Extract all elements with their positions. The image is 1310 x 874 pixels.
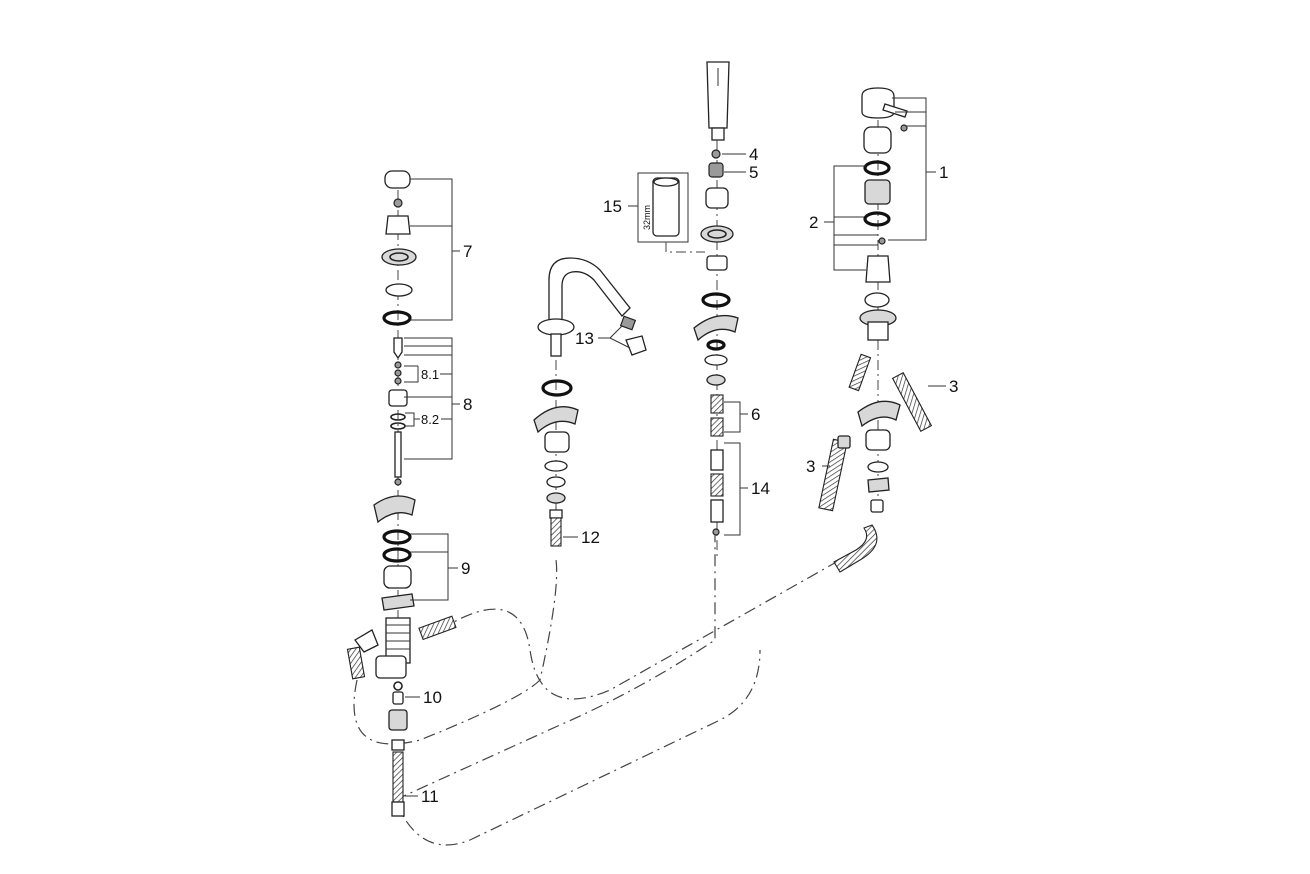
spring-lower [710,417,724,437]
shower-holder-sleeve [705,187,729,209]
aerator-housing [625,335,647,356]
spring-upper [710,394,724,414]
connection-hose [392,751,404,803]
hose-weight-bottom [710,499,724,523]
hand-shower-neck [711,127,725,141]
mixer-cartridge-nut [864,179,891,205]
hand-shower-assembly: 32mm [637,61,739,560]
spout-hose [550,517,562,547]
spout-base [537,318,575,336]
valve-gasket [373,495,416,524]
mixer-callouts: 1 2 3 3 [806,97,958,476]
mixer-hose-left-short [848,353,872,392]
callout-15: 15 [603,197,622,216]
shower-mount [706,255,728,271]
hose-fitting-top [391,739,405,751]
callout-8-1: 8.1 [421,367,439,382]
mixer-cap [863,126,892,154]
callout-7: 7 [463,242,472,261]
cartridge [652,177,680,237]
valve-body [375,655,407,679]
hose-weight-mesh [710,473,724,497]
valve-screw [393,198,403,208]
valve-o-ring [382,310,412,326]
mixer-hose-right [891,371,933,433]
valve-spindle-tip [393,337,403,360]
callout-9: 9 [461,559,470,578]
mixer-outlet-hose [833,524,878,573]
cartridge-box [637,172,689,243]
hose-routes [353,530,841,846]
shower-nut [706,374,726,386]
aerator [619,315,637,331]
callout-14: 14 [751,479,770,498]
shower-washer [711,149,721,159]
valve-headpart [388,389,408,407]
valve-sleeve [383,565,412,589]
mixer-sleeve [865,429,891,451]
valve-cap [384,170,411,189]
callout-5: 5 [749,163,758,182]
callout-10: 10 [423,688,442,707]
spout-nut [546,492,566,504]
mixer-handle [861,87,895,119]
callout-8-2: 8.2 [421,412,439,427]
callout-3-right: 3 [949,377,958,396]
valve-nut [381,593,415,611]
spout-assembly [533,257,647,547]
spout-thread [550,333,562,357]
callout-2: 2 [809,213,818,232]
valve-stem [394,431,402,478]
valve-bushing [385,283,413,297]
hose-fitting-bottom [391,801,405,817]
callout-1: 1 [939,163,948,182]
mixer-body [867,321,889,341]
valve-rosette [381,248,417,266]
left-valve-assembly [346,170,457,817]
callout-8: 8 [463,395,472,414]
cartridge-dimension: 32mm [642,205,652,230]
mixer-gasket [857,400,901,428]
callout-13: 13 [575,329,594,348]
callout-11: 11 [421,787,439,806]
shower-gasket [693,314,739,342]
hose-weight-top [710,449,724,471]
mixer-hose-left [818,438,848,512]
spout-sleeve [544,431,570,453]
spout-o-ring [541,379,573,397]
spout [548,257,631,323]
valve-hose-right [418,615,457,641]
callout-6: 6 [751,405,760,424]
callout-3-left: 3 [806,457,815,476]
left-callouts: 7 8.1 8.2 8 9 10 11 [404,178,472,806]
spout-gasket [533,406,579,434]
hose-nut [388,709,408,731]
callout-12: 12 [581,528,600,547]
shower-filter [708,162,724,178]
hand-shower [706,61,730,129]
shower-rosette [700,225,734,243]
spout-hose-fitting [549,509,563,519]
shower-callouts: 4 5 15 6 14 [603,145,770,536]
callout-4: 4 [749,145,758,164]
mixer-lever [882,103,908,118]
mixer-nut [867,477,890,493]
check-valve [392,691,404,705]
valve-handle-insert [385,215,411,235]
mixer-assembly [818,87,933,573]
mixer-body-top [864,292,890,308]
valve-elbow-left [354,629,379,653]
mixer-cartridge [865,255,891,283]
spout-callouts: 13 12 [563,325,631,547]
